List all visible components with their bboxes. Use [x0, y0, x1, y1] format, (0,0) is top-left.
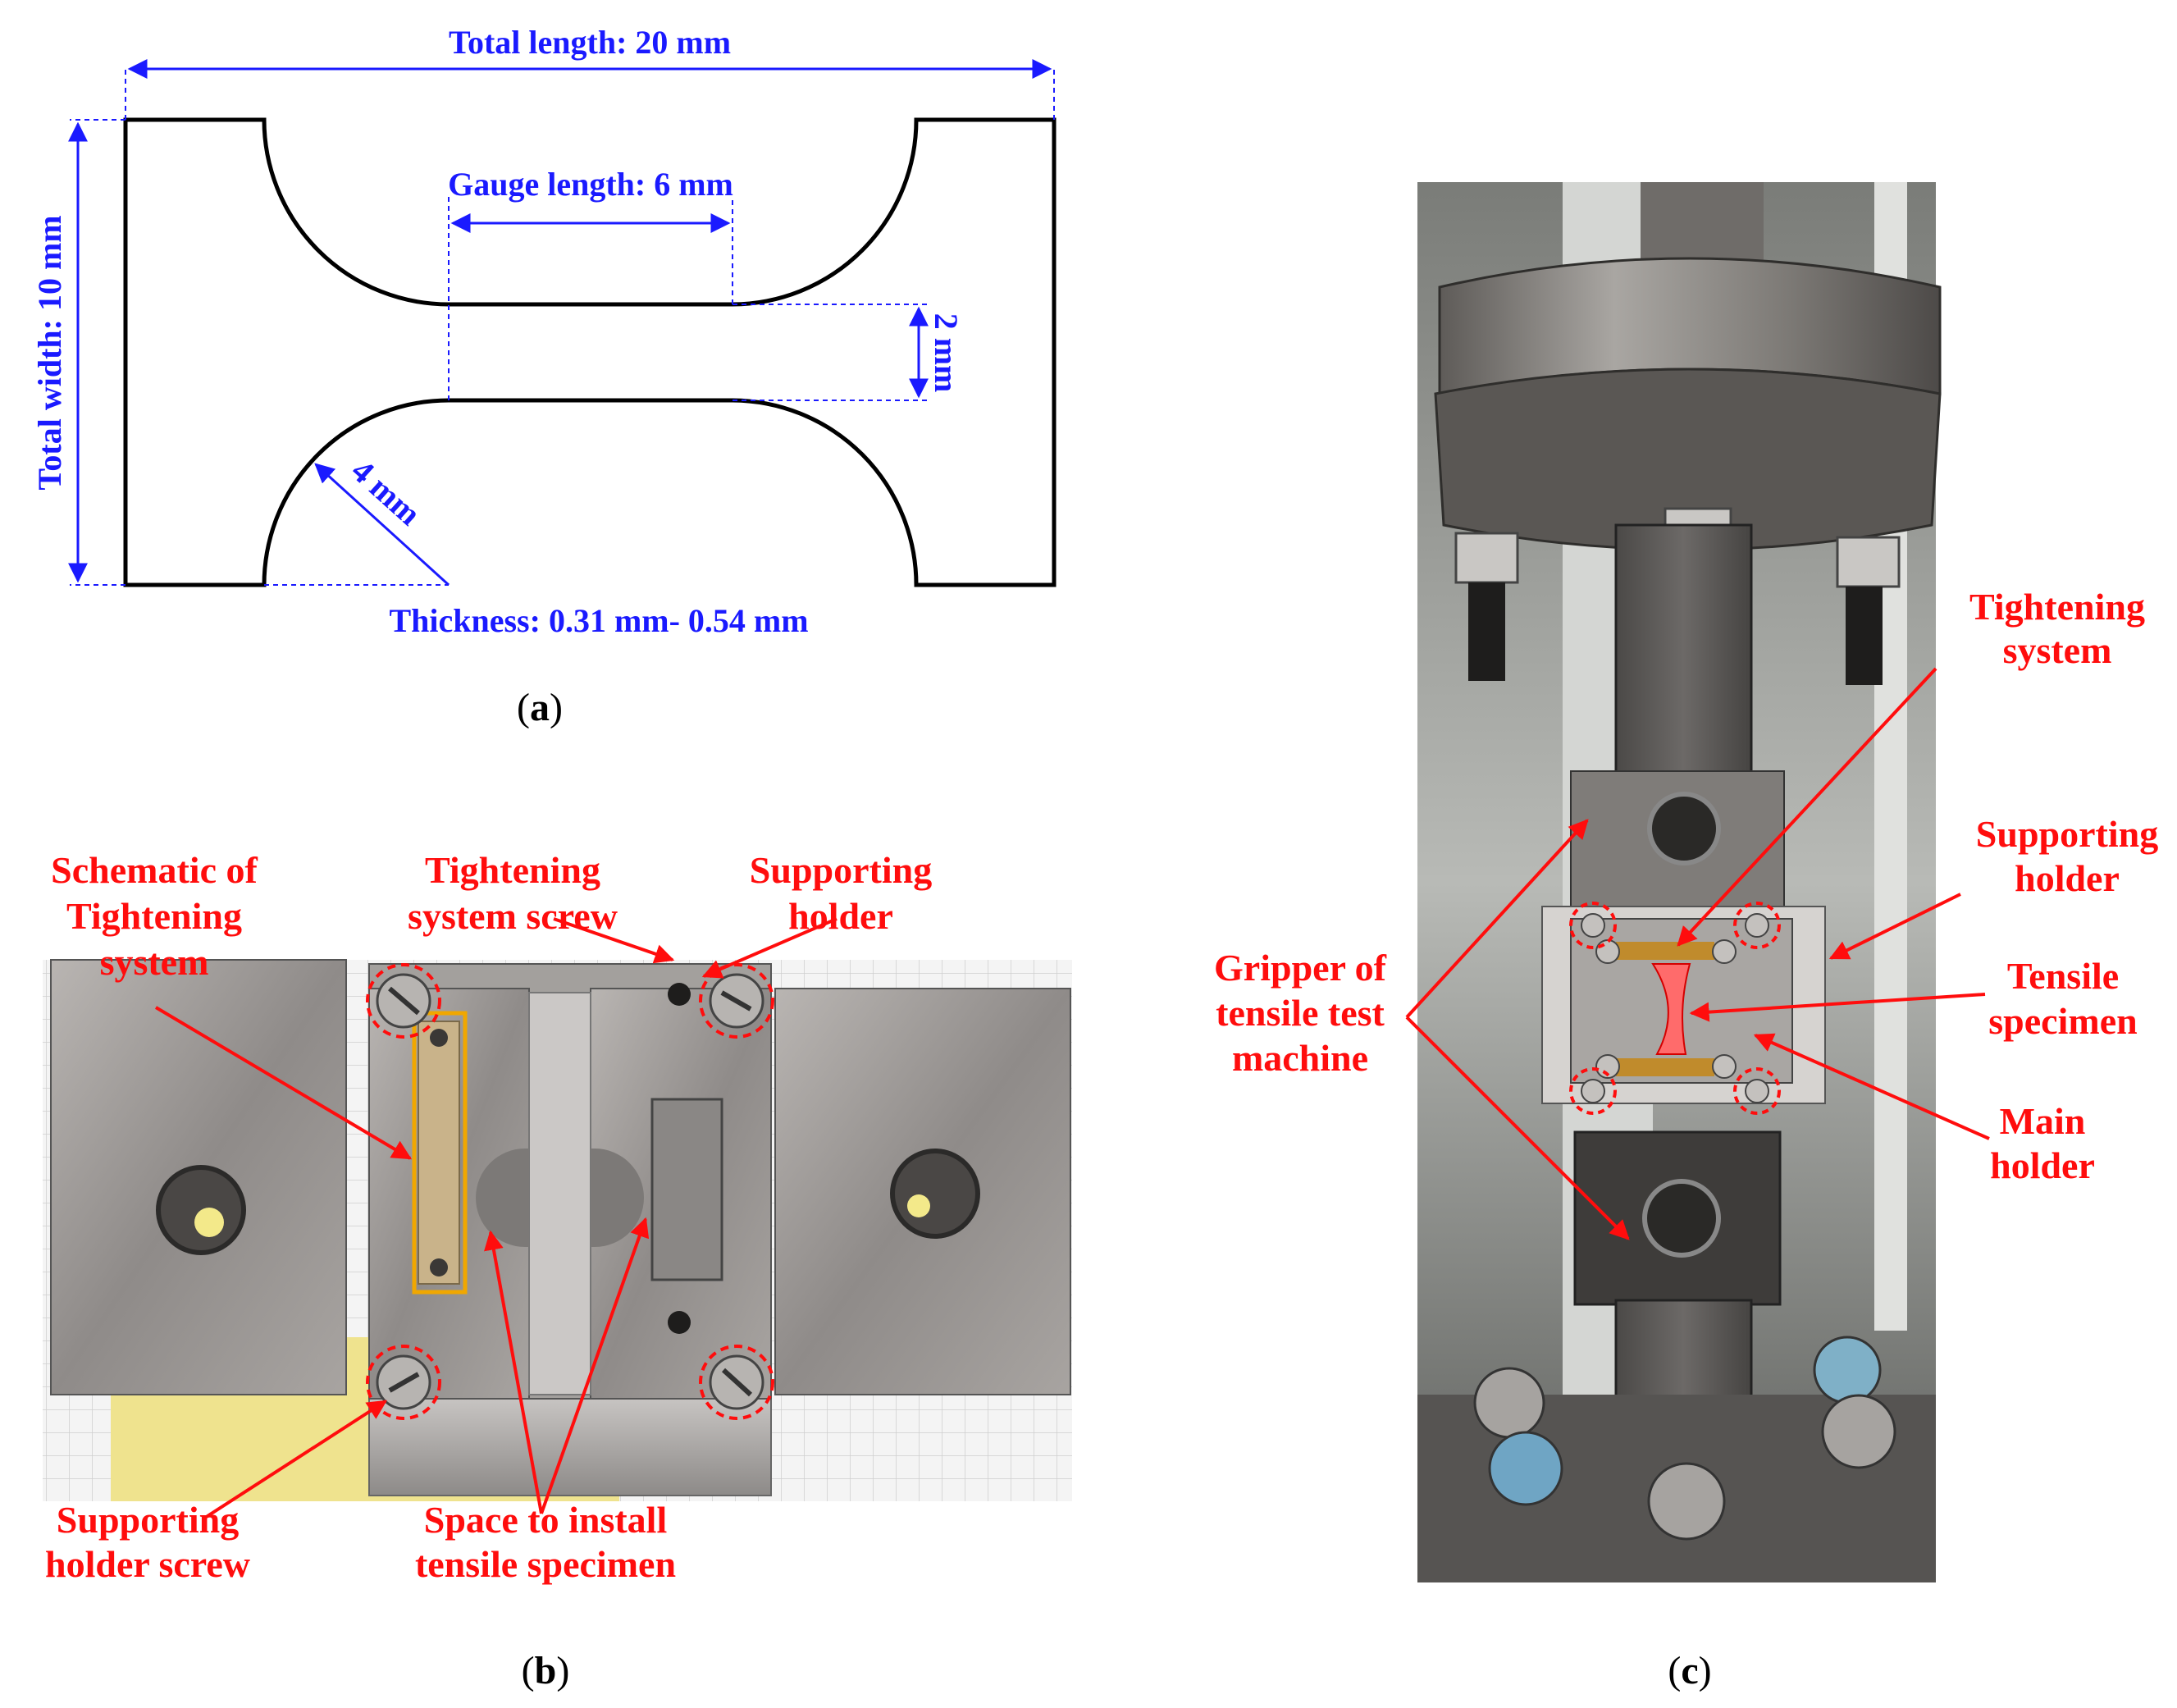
tightening-plate-top-hole [430, 1029, 448, 1047]
radius-label: 4 mm [345, 452, 428, 532]
tensile-specimen [1651, 963, 1691, 1055]
caption-b: (b) [522, 1649, 570, 1692]
tightening-plate [418, 1021, 460, 1285]
holder-screws [1581, 913, 1769, 1103]
right-threaded-hole [890, 1149, 980, 1239]
radius-arrow [314, 463, 450, 587]
screw-highlight-circles [366, 963, 774, 1420]
cavity-bottom-hole [668, 1311, 691, 1334]
tight-screw-label-line2: system screw [408, 895, 618, 937]
support-screw-label-line1: Supporting [57, 1499, 239, 1541]
base-bar [368, 1398, 772, 1496]
dogbone-specimen-outline [123, 117, 1057, 587]
c-gripper-label-line3: machine [1232, 1037, 1368, 1079]
dimension-arrows [68, 59, 1052, 587]
holder-highlight-circles [1569, 902, 1781, 1115]
specimen-cavity [650, 1098, 723, 1281]
left-threaded-hole [156, 1165, 246, 1255]
caption-c: (c) [1668, 1649, 1711, 1692]
c-main-label-line2: holder [1990, 1144, 2095, 1186]
lower-tightening-plate [1616, 1058, 1714, 1076]
c-support-label-line2: holder [2015, 857, 2120, 899]
support-screw-label-line2: holder screw [45, 1543, 250, 1585]
support-label-line2: holder [788, 895, 893, 937]
cavity-top-hole [668, 983, 691, 1006]
screws [376, 973, 764, 1410]
left-specimen-seat [476, 1149, 529, 1247]
thickness-label: Thickness: 0.31 mm- 0.54 mm [389, 602, 808, 639]
dimension-helper-lines [70, 69, 1055, 586]
tight-screw-label-line1: Tightening [425, 849, 600, 891]
right-hole-reflection [907, 1194, 930, 1217]
panel-c-machine-photo: Tightening system Supporting holder Tens… [1214, 182, 2158, 1692]
tightening-system-box [412, 1011, 468, 1295]
c-tight-label-line1: Tightening [1969, 586, 2145, 628]
c-tensile-label-line2: specimen [1988, 1000, 2137, 1042]
c-main-label-line1: Main [2000, 1100, 2086, 1142]
caption-a: (a) [517, 686, 563, 729]
gauge-width-label: 2 mm [928, 313, 965, 393]
c-tensile-label-line1: Tensile [2007, 955, 2119, 997]
schematic-label-line3: system [100, 941, 209, 983]
space-label-line1: Space to install [424, 1499, 667, 1541]
support-label-line1: Supporting [750, 849, 932, 891]
c-support-label-line1: Supporting [1976, 813, 2158, 855]
panel-a-schematic: Total length: 20 mm Total width: 10 mm G… [31, 24, 1057, 729]
left-hole-reflection [194, 1208, 224, 1237]
total-width-label: Total width: 10 mm [31, 215, 68, 490]
space-label-line2: tensile specimen [415, 1543, 676, 1585]
c-tight-label-line2: system [2003, 629, 2112, 671]
total-length-label: Total length: 20 mm [449, 24, 731, 61]
schematic-label-line2: Tightening [66, 895, 242, 937]
schematic-label-line1: Schematic of [51, 849, 258, 891]
top-shaft [1641, 182, 1764, 264]
tightening-plate-bottom-hole [430, 1258, 448, 1276]
lower-grip-socket [1642, 1179, 1721, 1258]
panel-b-holder-photo: Schematic of Tightening system Tightenin… [43, 849, 1072, 1692]
c-gripper-label-line1: Gripper of [1214, 947, 1387, 989]
upper-grip-socket [1647, 792, 1721, 865]
base-socket-screws [1473, 1336, 1896, 1541]
top-ring-lower [1434, 368, 1942, 551]
panel-c-arrows [1405, 667, 1990, 1240]
gauge-length-label: Gauge length: 6 mm [448, 166, 733, 203]
panel-b-arrows [154, 917, 837, 1519]
center-slot [528, 992, 591, 1395]
c-gripper-label-line2: tensile test [1216, 992, 1385, 1034]
upper-tightening-plate [1616, 942, 1714, 960]
